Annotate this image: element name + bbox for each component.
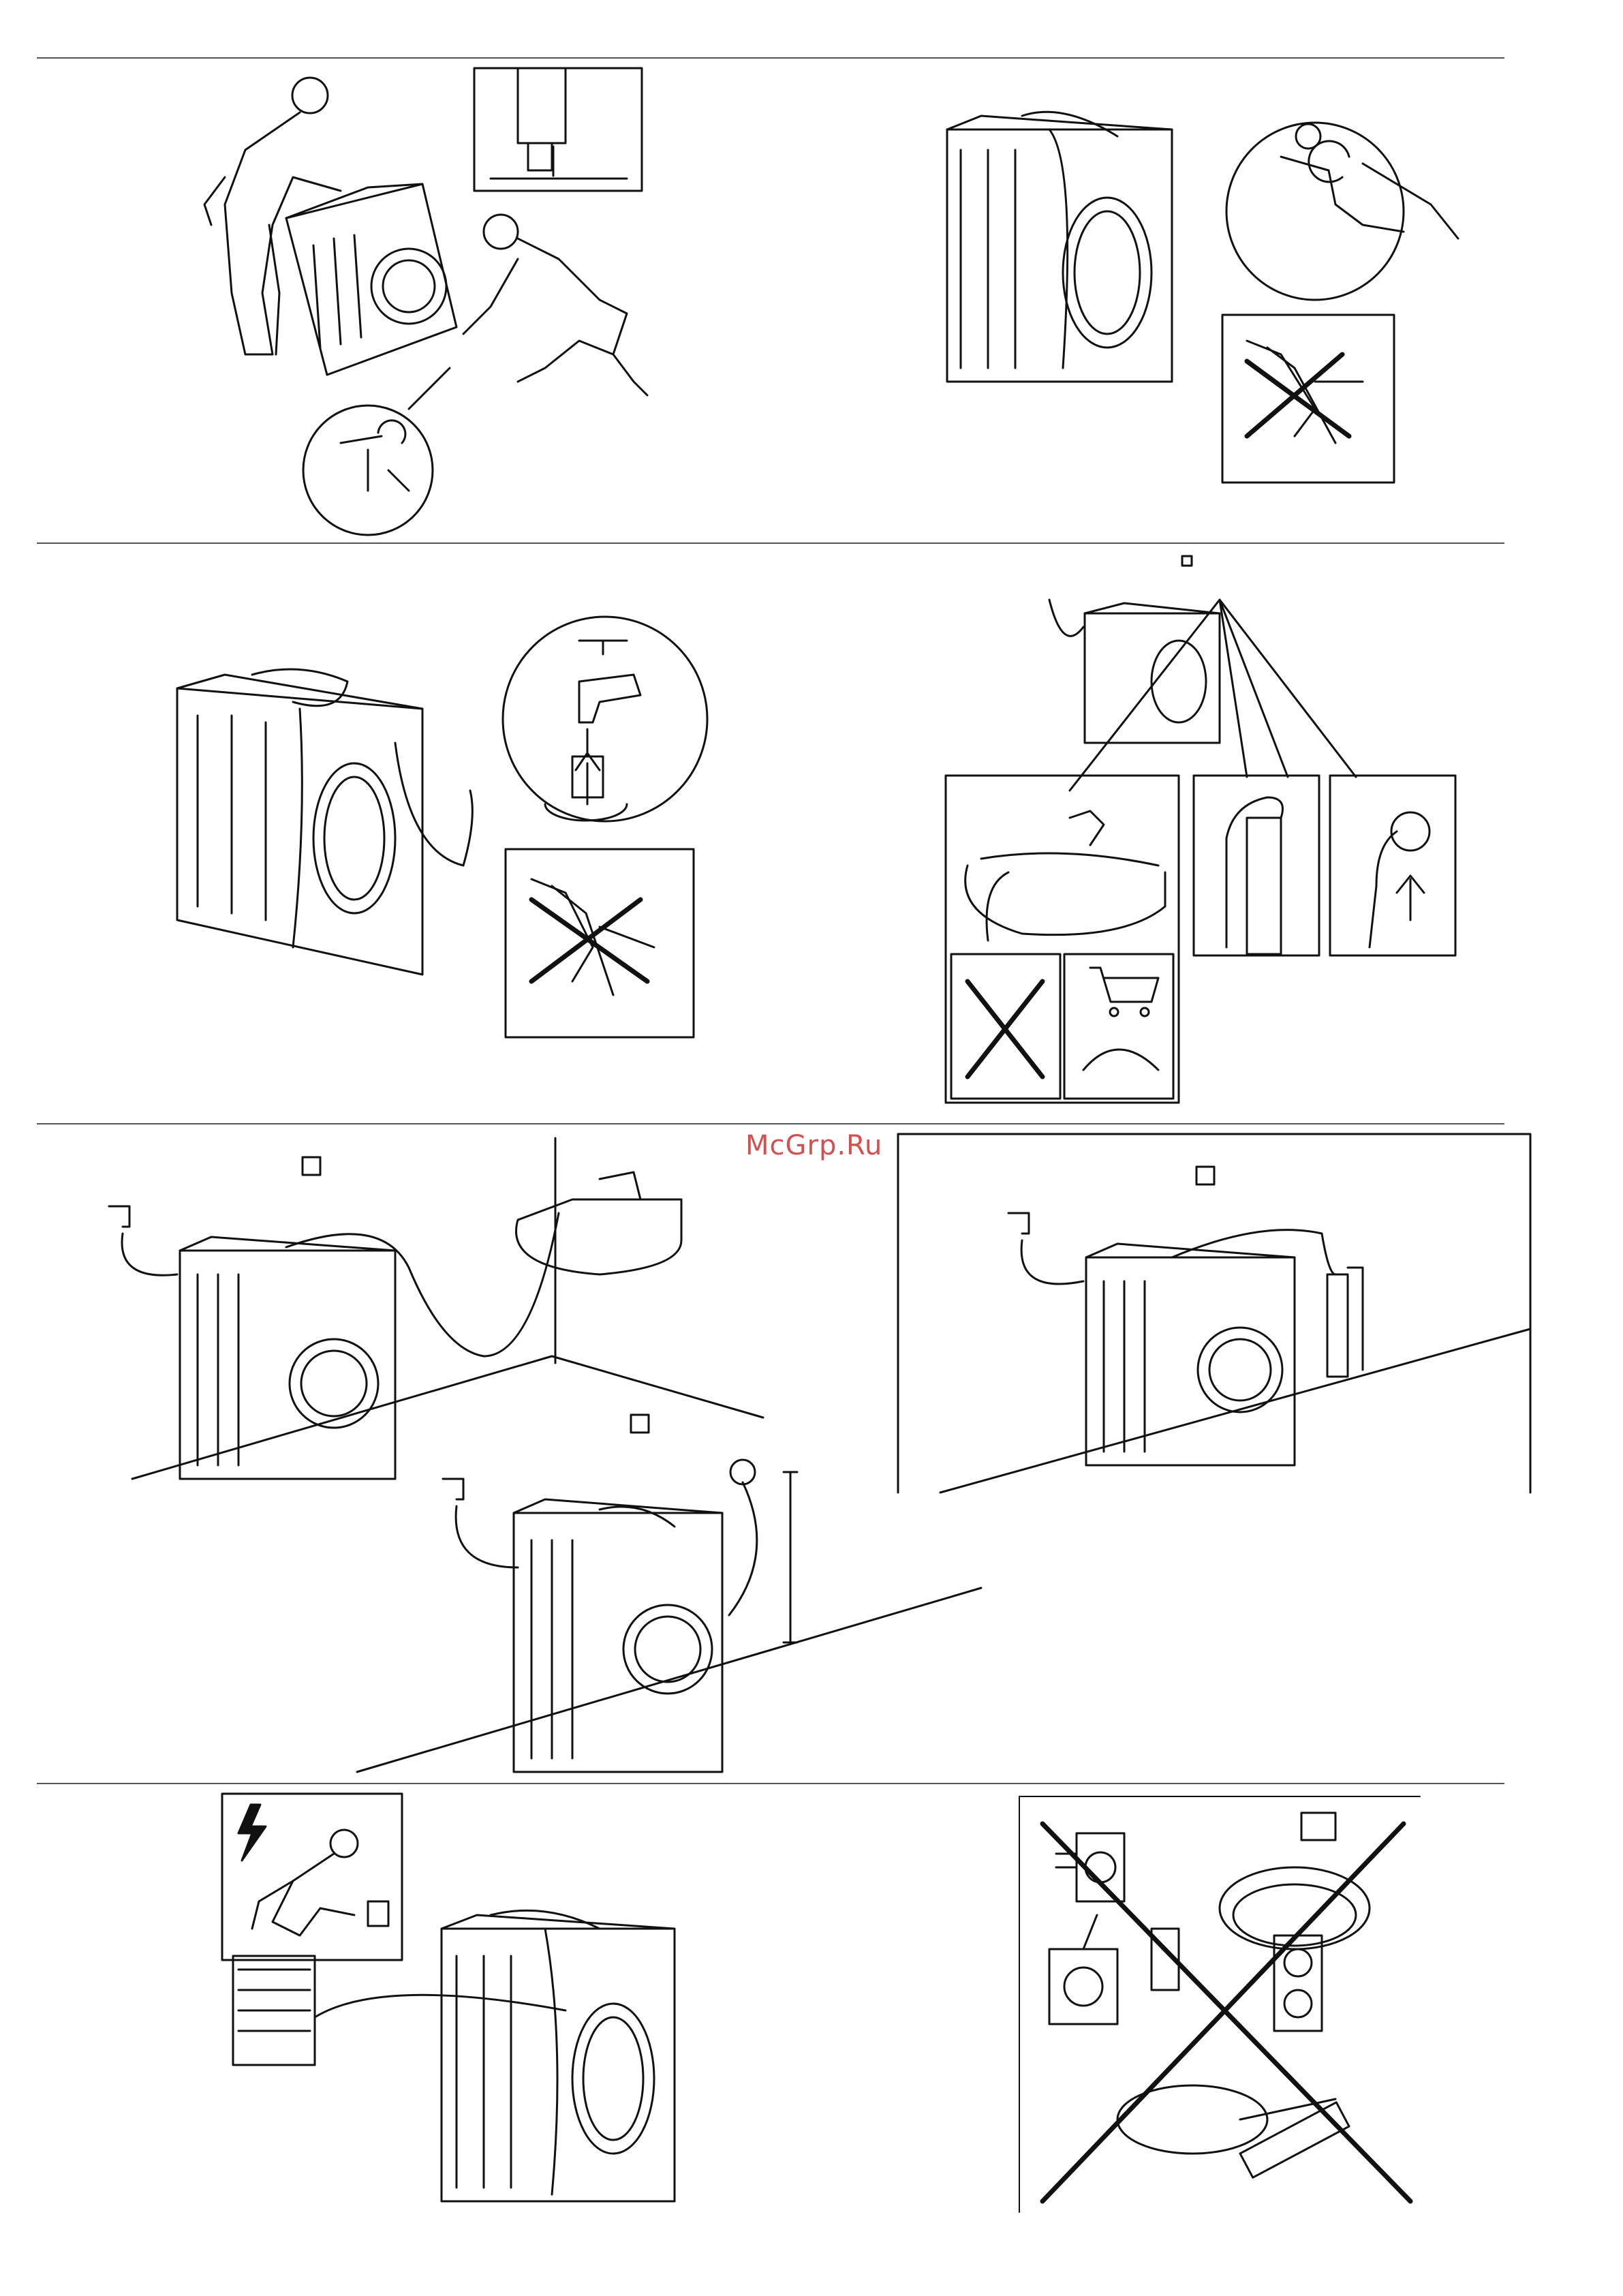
socket-icon bbox=[1196, 1167, 1214, 1184]
drain-options-illustration bbox=[946, 556, 1455, 1103]
wall-drain-icon bbox=[1370, 812, 1429, 947]
wall-drain-icon bbox=[729, 1460, 797, 1642]
tap-icon bbox=[1008, 1213, 1083, 1284]
tap-icon bbox=[109, 1206, 177, 1275]
washing-machine-icon bbox=[947, 112, 1172, 382]
hose-connector-icon bbox=[1226, 123, 1458, 300]
socket-icon bbox=[303, 1157, 320, 1175]
sink-icon bbox=[516, 1138, 682, 1363]
drain-into-standpipe-illustration bbox=[898, 1134, 1530, 1493]
no-pliers-illustration bbox=[506, 849, 694, 1037]
cart-icon bbox=[1083, 968, 1158, 1070]
drain-wall-box bbox=[1330, 776, 1455, 955]
panel-frame bbox=[898, 1134, 1530, 1493]
foot-adjust-icon bbox=[303, 68, 642, 535]
washing-machine-icon bbox=[177, 669, 472, 975]
sink-icon bbox=[965, 811, 1165, 940]
washing-machine-icon bbox=[514, 1499, 722, 1772]
washing-machine-icon bbox=[1086, 1230, 1335, 1465]
adapter-icon bbox=[1049, 1915, 1117, 2024]
person-icon bbox=[204, 78, 341, 354]
drain-accessory-box bbox=[1064, 954, 1173, 1099]
person-icon bbox=[463, 215, 647, 395]
no-pliers-illustration bbox=[1222, 315, 1394, 483]
drain-sink-box bbox=[946, 776, 1179, 1103]
washing-machine-icon bbox=[286, 184, 457, 375]
floor-line bbox=[940, 1329, 1530, 1493]
adapter-icon bbox=[1056, 1833, 1124, 1901]
tap-icon bbox=[503, 617, 707, 821]
tap-connection-illustration bbox=[177, 617, 707, 1037]
prohibited-cross-icon bbox=[1247, 354, 1349, 436]
socket-icon bbox=[631, 1415, 649, 1433]
floor-line bbox=[132, 1356, 763, 1479]
standpipe-icon bbox=[1327, 1268, 1363, 1377]
person-icon bbox=[252, 1830, 388, 1935]
prohibited-cross-icon bbox=[531, 900, 647, 981]
no-adapters-illustration bbox=[1019, 1796, 1420, 2212]
drain-into-sink-illustration bbox=[109, 1138, 763, 1479]
drain-into-wall-illustration bbox=[357, 1415, 981, 1772]
standpipe-icon bbox=[1226, 797, 1283, 954]
washing-machine-icon bbox=[1049, 556, 1356, 791]
watermark: McGrp.Ru bbox=[745, 1130, 882, 1161]
leveling-feet-illustration bbox=[204, 68, 647, 535]
prohibited-cross-icon bbox=[968, 981, 1042, 1077]
prohibited-cross-icon bbox=[1042, 1824, 1410, 2201]
extension-cord-icon bbox=[1117, 2085, 1349, 2177]
washing-machine-icon bbox=[180, 1213, 559, 1479]
electrical-connection-illustration bbox=[222, 1794, 675, 2201]
floor-line bbox=[357, 1588, 981, 1772]
pliers-icon bbox=[1247, 341, 1363, 443]
washing-machine-icon bbox=[442, 1910, 675, 2201]
inlet-hose-illustration bbox=[947, 112, 1458, 483]
tap-icon bbox=[443, 1479, 518, 1567]
drain-standpipe-box bbox=[1194, 776, 1319, 955]
lightning-icon bbox=[238, 1805, 266, 1861]
